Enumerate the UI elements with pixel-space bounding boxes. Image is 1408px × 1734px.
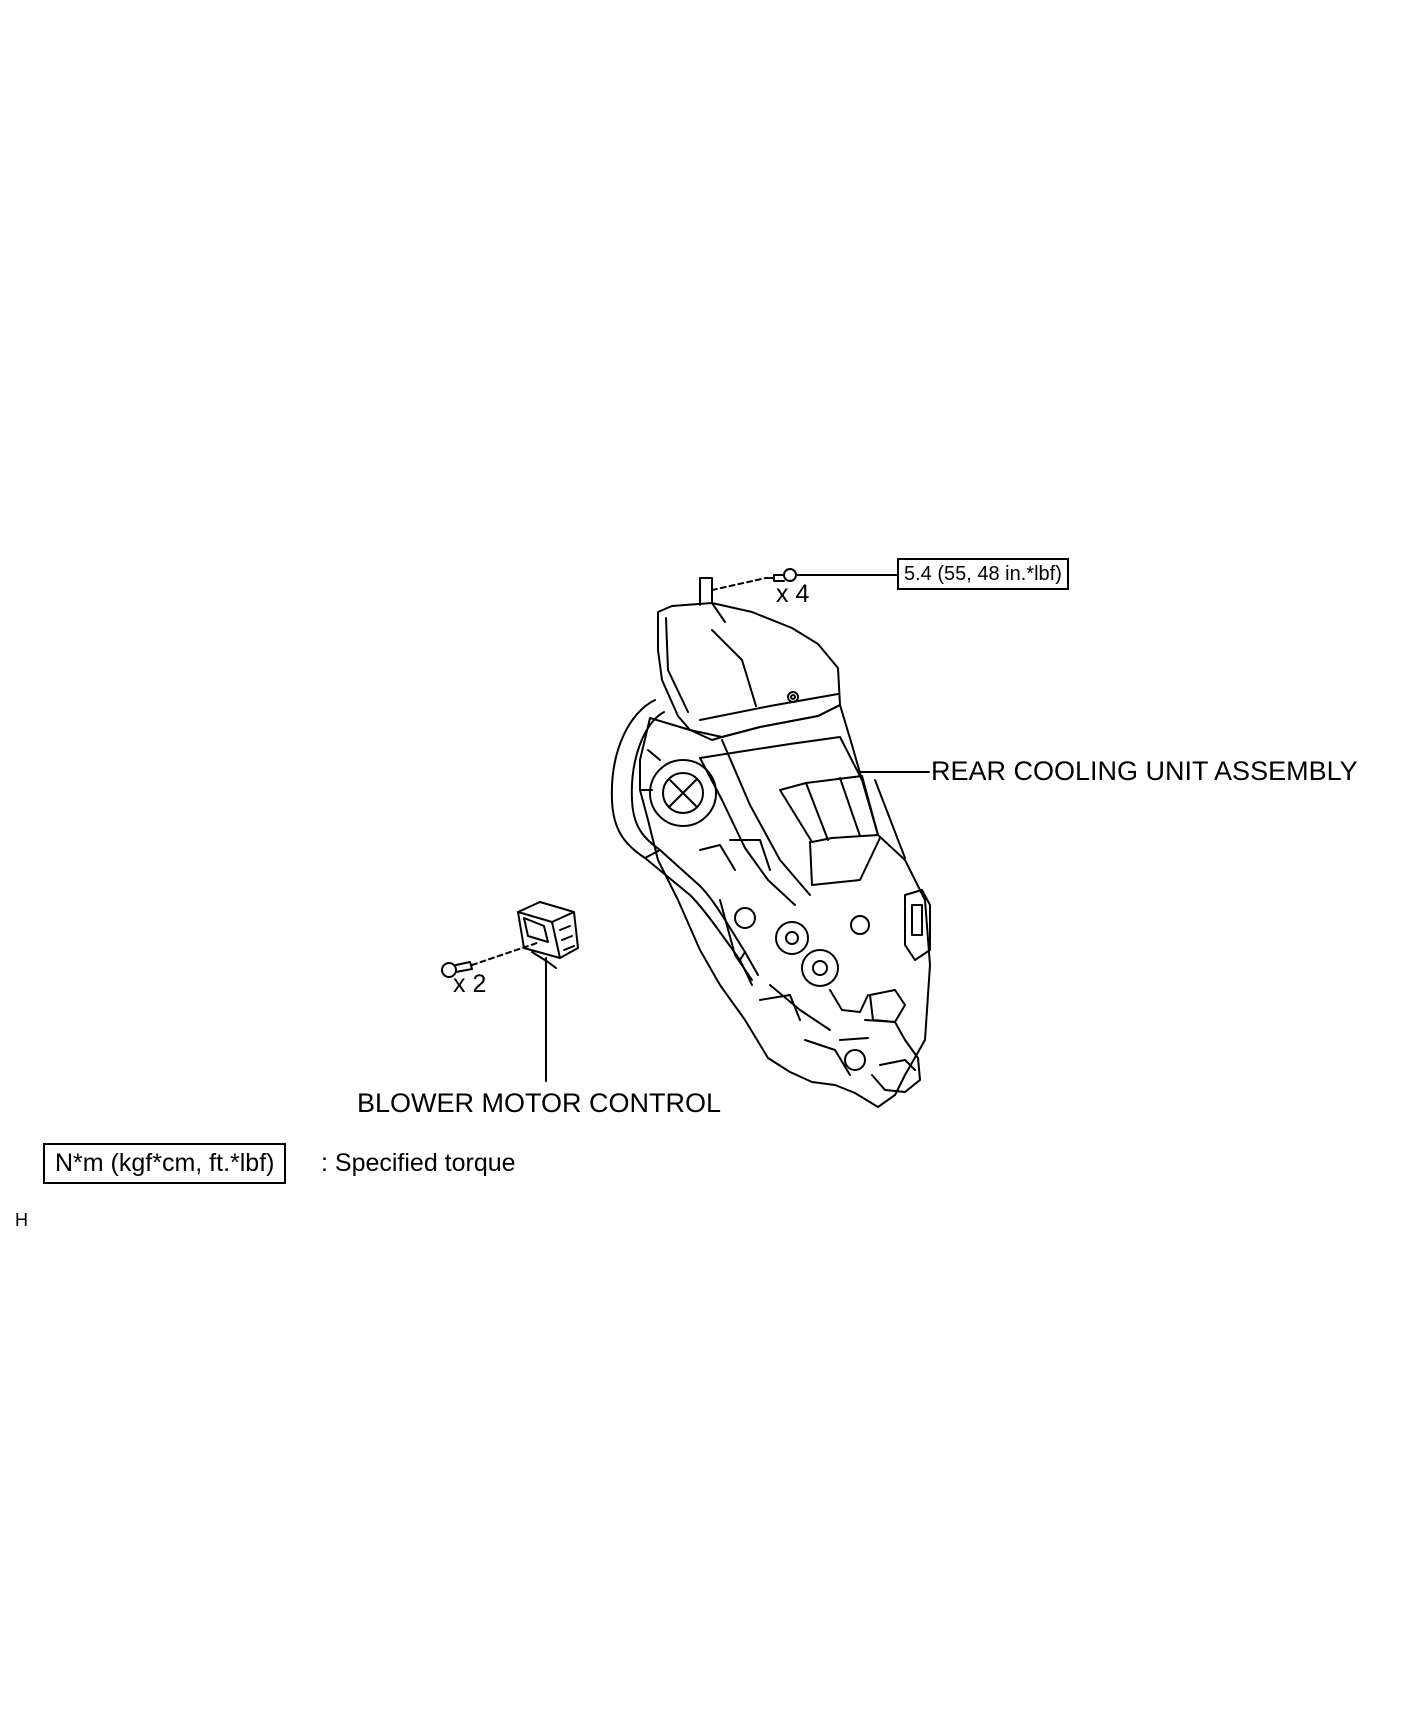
legend-description: : Specified torque — [321, 1149, 516, 1177]
upper-bolt-quantity: x 4 — [776, 580, 810, 608]
blower-motor-control-label: BLOWER MOTOR CONTROL — [357, 1088, 722, 1118]
blower-motor-control-drawing — [517, 901, 579, 969]
lower-screw-drawing — [441, 961, 473, 978]
figure-code: H — [15, 1210, 28, 1230]
lower-screw-dashed-line — [471, 941, 541, 966]
legend-torque-unit-box: N*m (kgf*cm, ft.*lbf) — [43, 1143, 287, 1184]
torque-spec-box: 5.4 (55, 48 in.*lbf) — [897, 558, 1069, 590]
rear-cooling-unit-drawing — [610, 577, 931, 1108]
upper-bolt-dashed-line — [711, 577, 767, 591]
lower-screw-quantity: x 2 — [453, 970, 487, 998]
rear-cooling-unit-label: REAR COOLING UNIT ASSEMBLY — [931, 756, 1358, 786]
